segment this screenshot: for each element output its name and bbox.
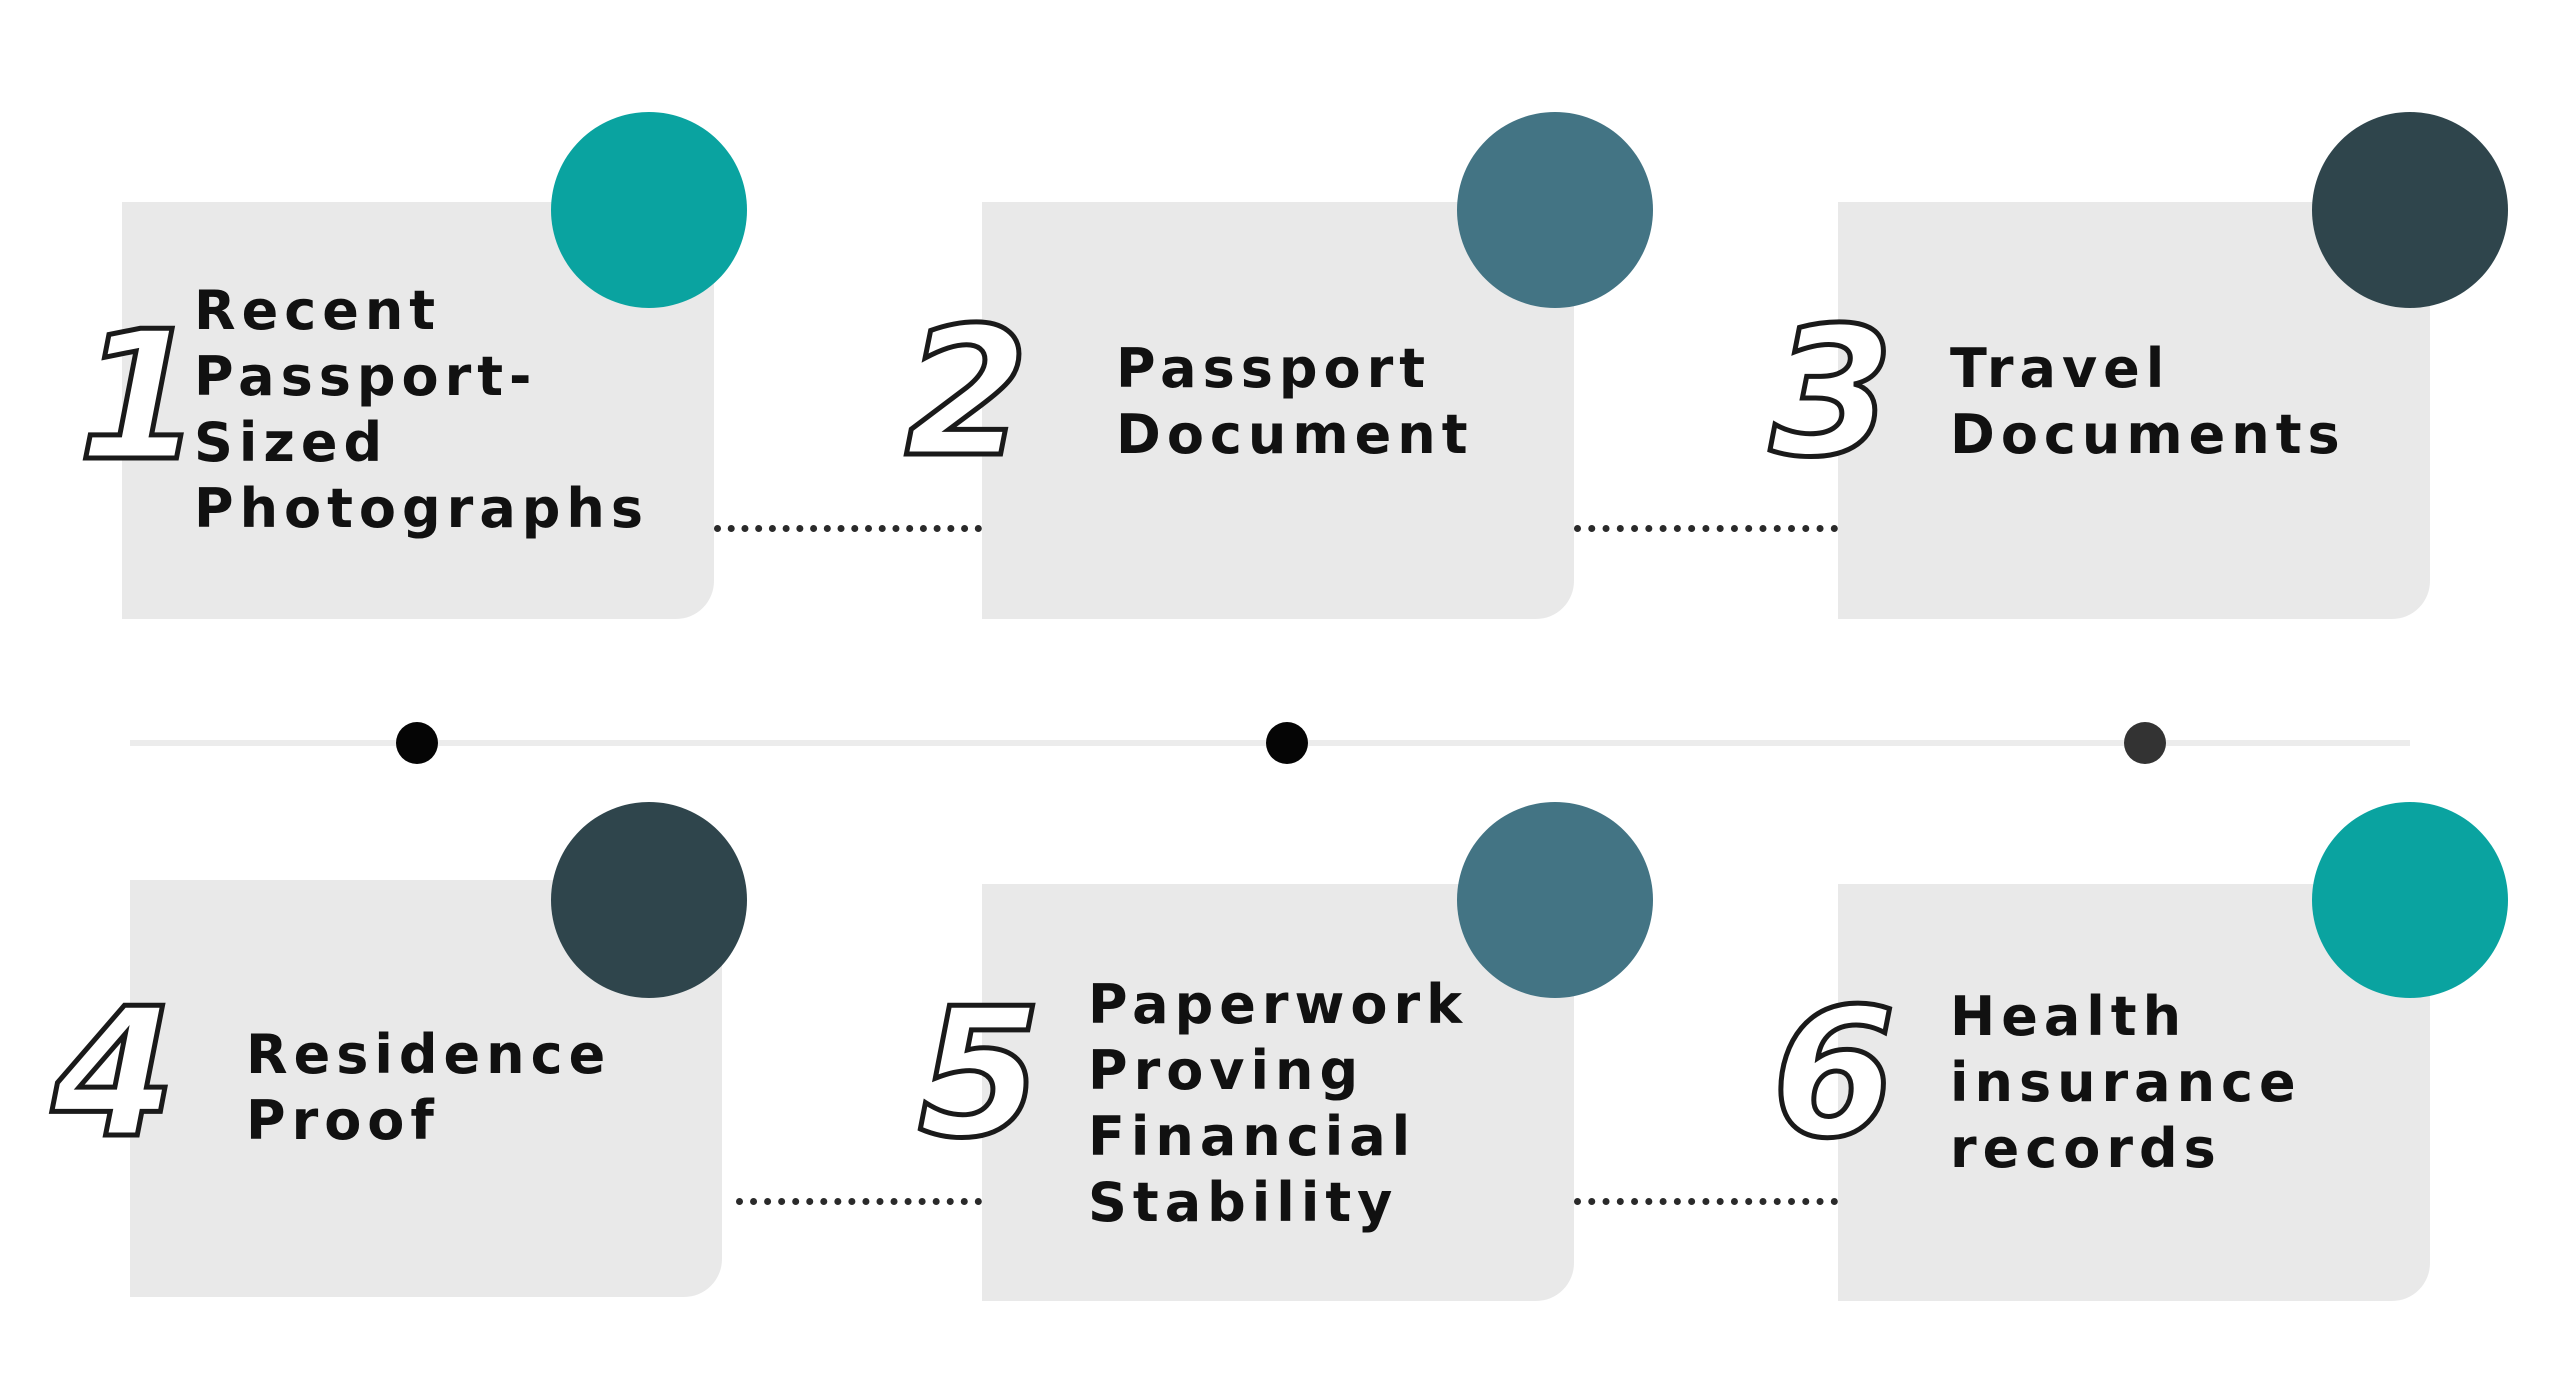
step-label-6: Health insurance records [1950, 985, 2302, 1180]
step-circle-2 [1457, 112, 1653, 308]
connector-4-5 [736, 1198, 982, 1205]
timeline-dot-2 [1266, 722, 1308, 764]
step-circle-1 [551, 112, 747, 308]
step-label-2: Passport Document [1116, 337, 1474, 466]
timeline-dot-3 [2124, 722, 2166, 764]
step-number-2: 2 [903, 289, 1032, 496]
step-circle-3 [2312, 112, 2508, 308]
connector-2-3 [1574, 525, 1838, 532]
step-number-1: 1 [76, 293, 205, 500]
connector-5-6 [1574, 1198, 1838, 1205]
step-label-3: Travel Documents [1950, 337, 2346, 466]
connector-1-2 [714, 525, 982, 532]
step-number-5: 5 [916, 970, 1045, 1177]
step-number-6: 6 [1770, 970, 1899, 1177]
step-number-4: 4 [50, 970, 179, 1177]
step-label-5: Paperwork Proving Financial Stability [1088, 973, 1469, 1234]
step-card-3 [1838, 202, 2430, 619]
timeline-dot-1 [396, 722, 438, 764]
step-circle-5 [1457, 802, 1653, 998]
step-label-1: Recent Passport- Sized Photographs [194, 279, 649, 540]
step-circle-6 [2312, 802, 2508, 998]
step-circle-4 [551, 802, 747, 998]
step-card-2 [982, 202, 1574, 619]
step-label-4: Residence Proof [246, 1023, 612, 1152]
step-number-3: 3 [1768, 289, 1897, 496]
